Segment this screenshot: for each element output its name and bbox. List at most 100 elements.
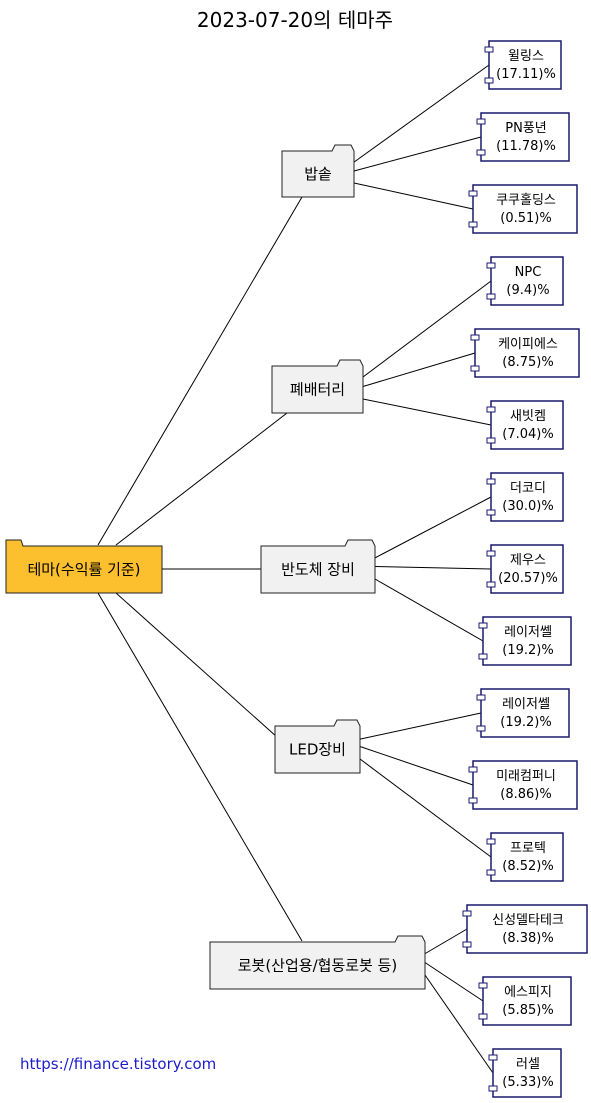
stock-return: (20.57)% xyxy=(498,571,558,586)
theme-edge xyxy=(424,974,494,1074)
component-port-icon xyxy=(478,622,488,629)
theme-edge xyxy=(355,712,482,741)
component-port-icon xyxy=(478,1013,488,1020)
component-box xyxy=(466,904,588,954)
folder-shape xyxy=(260,539,376,594)
stock-return: (30.0)% xyxy=(502,499,553,514)
stock-component: 쿠쿠홀딩스 (0.51)% xyxy=(468,184,578,234)
component-port-icon xyxy=(488,1085,498,1092)
theme-edge xyxy=(420,928,468,957)
component-port-icon xyxy=(468,797,478,804)
component-port-icon xyxy=(478,653,488,660)
package-label: LED장비 xyxy=(289,741,346,759)
root-edge xyxy=(115,412,288,546)
stock-component: 레이저쎌(19.2)% xyxy=(478,616,572,666)
stock-return: (19.2)% xyxy=(500,715,551,730)
stock-component: 레이저쎌 (19.2)% xyxy=(476,688,570,738)
stock-component: NPC(9.4)% xyxy=(486,256,564,306)
component-port-icon xyxy=(462,910,472,917)
root-edge xyxy=(97,196,303,546)
stock-return: (8.38)% xyxy=(502,931,553,946)
stock-return: (5.33)% xyxy=(502,1075,553,1090)
stock-return: (8.86)% xyxy=(500,787,551,802)
folder-shape xyxy=(274,719,361,774)
root-edge xyxy=(115,592,288,747)
stock-component: 제우스 (20.57)% xyxy=(486,544,564,594)
package-label: 반도체 장비 xyxy=(281,561,355,579)
component-port-icon xyxy=(476,149,486,156)
component-box xyxy=(490,832,564,882)
theme-package: 밥솥 xyxy=(281,144,355,198)
root-edge xyxy=(97,592,303,942)
component-box xyxy=(488,40,562,90)
stock-name: 프로텍 xyxy=(510,841,546,856)
stock-name: 러셀 xyxy=(516,1057,540,1072)
stock-return: (8.75)% xyxy=(502,355,553,370)
component-port-icon xyxy=(486,406,496,413)
component-port-icon xyxy=(476,118,486,125)
component-box xyxy=(482,976,572,1026)
edges xyxy=(97,64,494,1074)
component-box xyxy=(490,544,564,594)
stock-component: 프로텍(8.52)% xyxy=(486,832,564,882)
component-port-icon xyxy=(470,365,480,372)
stock-component: 케이피에스 (8.75)% xyxy=(470,328,580,378)
stock-name: 레이저쎌 xyxy=(504,625,552,640)
component-box xyxy=(490,256,564,306)
component-box xyxy=(474,328,580,378)
component-port-icon xyxy=(488,1054,498,1061)
stock-component: 미래컴퍼니(8.86)% xyxy=(468,760,578,810)
stock-component: PN풍년 (11.78)% xyxy=(476,112,570,162)
theme-edge xyxy=(362,398,492,426)
stock-return: (7.04)% xyxy=(502,427,553,442)
footer-link[interactable]: https://finance.tistory.com xyxy=(20,1055,216,1073)
package-label: 폐배터리 xyxy=(290,381,345,399)
stock-return: (0.51)% xyxy=(500,211,551,226)
stock-return: (11.78)% xyxy=(496,139,556,154)
stock-name: 레이저쎌 xyxy=(502,697,550,712)
theme-edge xyxy=(359,758,492,858)
stock-name: 케이피에스 xyxy=(498,337,558,352)
component-port-icon xyxy=(486,509,496,516)
folder-shape xyxy=(5,539,163,594)
component-port-icon xyxy=(486,581,496,588)
component-port-icon xyxy=(468,221,478,228)
component-box xyxy=(480,112,570,162)
stock-name: 더코디 xyxy=(510,481,546,496)
theme-edge xyxy=(353,182,474,210)
theme-edge xyxy=(353,136,482,172)
stock-name: 쿠쿠홀딩스 xyxy=(496,193,556,208)
component-port-icon xyxy=(486,293,496,300)
component-port-icon xyxy=(468,190,478,197)
component-port-icon xyxy=(468,766,478,773)
stock-component: 새빗켐 (7.04)% xyxy=(486,400,564,450)
theme-edge xyxy=(349,64,490,166)
stock-component: 러셀 (5.33)% xyxy=(488,1048,562,1098)
component-port-icon xyxy=(486,262,496,269)
component-port-icon xyxy=(484,77,494,84)
stock-component: 에스피지(5.85)% xyxy=(478,976,572,1026)
stock-name: 새빗켐 xyxy=(510,409,546,424)
component-port-icon xyxy=(486,838,496,845)
stock-name: NPC xyxy=(515,265,542,280)
package-label: 밥솥 xyxy=(304,165,332,183)
theme-package: 로봇(산업용/협동로봇 등) xyxy=(209,935,426,990)
component-port-icon xyxy=(476,725,486,732)
theme-edge xyxy=(358,280,492,381)
stock-name: PN풍년 xyxy=(505,121,546,136)
component-box xyxy=(490,400,564,450)
component-box xyxy=(492,1048,562,1098)
stock-component: 윌링스(17.11)% xyxy=(484,40,562,90)
root-label: 테마(수익률 기준) xyxy=(27,561,140,579)
stock-return: (17.11)% xyxy=(496,67,556,82)
component-port-icon xyxy=(486,437,496,444)
folder-shape xyxy=(271,359,364,414)
component-port-icon xyxy=(486,478,496,485)
component-port-icon xyxy=(476,694,486,701)
root-package: 테마(수익률 기준) xyxy=(5,539,163,594)
stock-name: 제우스 xyxy=(510,553,546,568)
folder-shape xyxy=(281,144,355,198)
component-port-icon xyxy=(484,46,494,53)
theme-edge xyxy=(374,578,484,642)
